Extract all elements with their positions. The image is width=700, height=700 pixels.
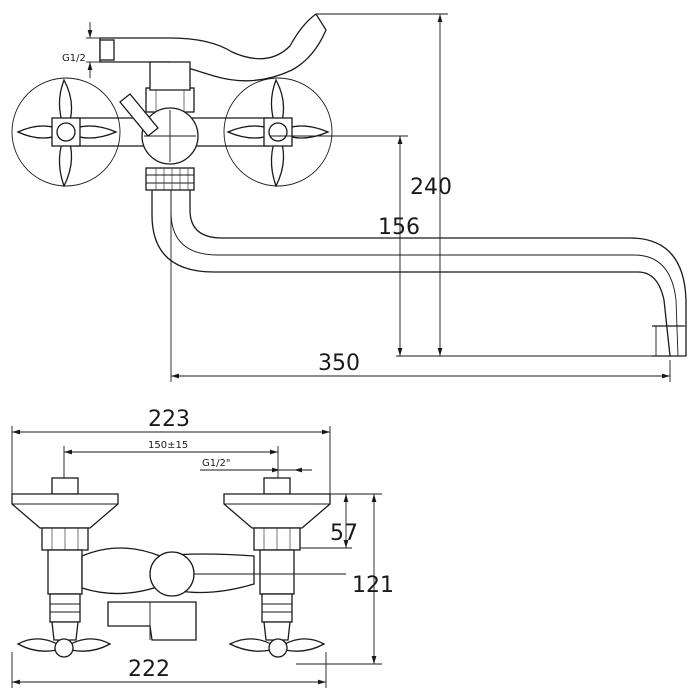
dim-57: 57	[300, 493, 358, 549]
swivel-nut	[145, 167, 195, 191]
front-body	[81, 547, 346, 641]
center-diverter	[119, 87, 199, 165]
dim-240: 240	[316, 13, 452, 356]
dim-222: 222	[11, 652, 327, 688]
dim-150: 150±15	[63, 440, 279, 482]
dim-350: 350	[170, 190, 671, 382]
dim-156: 156	[270, 135, 656, 357]
dim-223: 223	[11, 407, 331, 496]
top-view: G1/2 240 156 350	[11, 13, 687, 382]
dim-height-spout: 156	[378, 215, 420, 240]
dim-center-distance: 150±15	[148, 440, 188, 451]
shower-outlet	[99, 13, 327, 91]
spout-pipe	[151, 190, 687, 357]
thread-label-front: G1/2"	[202, 458, 230, 469]
right-cross-handle	[223, 77, 333, 188]
dim-121: 121	[296, 493, 394, 665]
dim-body-height: 121	[352, 573, 394, 598]
left-cross-handle	[11, 77, 121, 188]
thread-annotation-front: G1/2"	[200, 458, 312, 473]
dim-base-width: 222	[128, 657, 170, 682]
thread-annotation-top: G1/2	[62, 22, 100, 78]
left-valve	[11, 477, 119, 658]
dim-spout-reach: 350	[318, 351, 360, 376]
front-view: 223 150±15 G1/2"	[11, 407, 394, 688]
dim-height-total: 240	[410, 175, 452, 200]
thread-label-top: G1/2	[62, 53, 86, 64]
dim-handle-height: 57	[330, 521, 358, 546]
right-valve	[223, 477, 331, 658]
dim-overall-width: 223	[148, 407, 190, 432]
